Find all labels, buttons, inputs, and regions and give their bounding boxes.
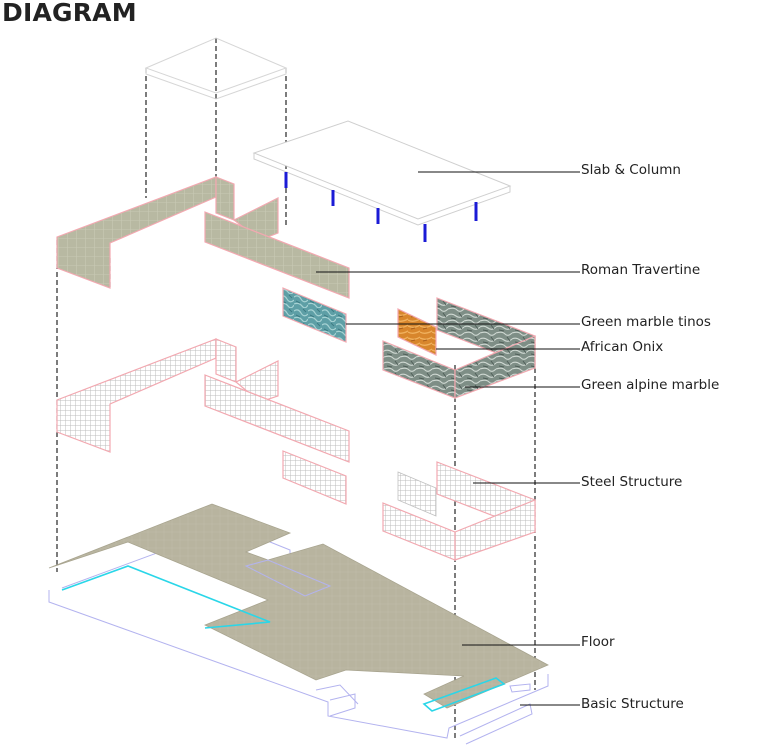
floor-slab <box>48 503 549 712</box>
leader-lines <box>316 171 580 706</box>
green-marble-tinos-panel <box>282 287 347 343</box>
label-green-alpine-marble: Green alpine marble <box>581 377 719 393</box>
steel-structure-upper <box>56 338 350 505</box>
label-floor: Floor <box>581 634 615 650</box>
label-african-onix: African Onix <box>581 339 663 355</box>
roof-outline-box <box>144 37 288 100</box>
african-onix-panel <box>397 308 437 356</box>
steel-structure-lower <box>382 461 536 561</box>
label-steel-structure: Steel Structure <box>581 474 682 490</box>
slab-and-column-layer <box>252 120 512 242</box>
label-basic-structure: Basic Structure <box>581 696 684 712</box>
page-title: DIAGRAM <box>2 0 137 27</box>
layer-labels: Slab & Column Roman Travertine Green mar… <box>581 162 719 712</box>
roman-travertine-walls <box>56 176 350 299</box>
green-alpine-marble-walls <box>382 297 536 399</box>
label-green-marble-tinos: Green marble tinos <box>581 314 711 330</box>
label-roman-travertine: Roman Travertine <box>581 262 700 278</box>
label-slab-and-column: Slab & Column <box>581 162 681 178</box>
